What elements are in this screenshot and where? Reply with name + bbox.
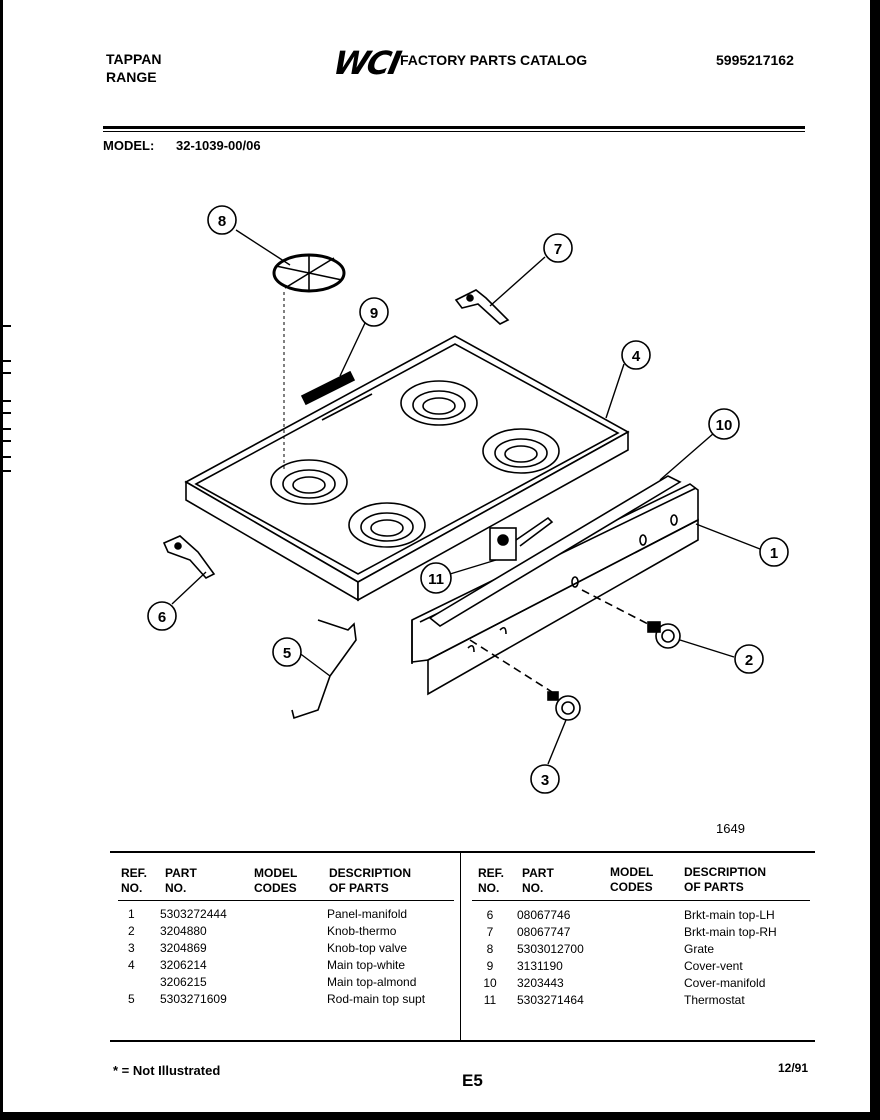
svg-text:1: 1 [770,545,778,562]
leader-lines [171,229,761,765]
callout-6: 6 [147,601,177,631]
manifold-panel-drawing [411,475,699,696]
scan-edge-right [870,0,880,1120]
svg-text:2: 2 [745,652,753,669]
catalog-title: FACTORY PARTS CATALOG [400,52,588,68]
table-rule-bottom [110,1040,815,1042]
callout-4: 4 [621,340,651,370]
catalog-date: 12/91 [778,1061,809,1075]
grate-drawing [272,253,346,470]
svg-text:11: 11 [428,571,444,588]
header-rule [103,126,805,129]
knob-thermo-drawing [581,589,681,649]
rod-drawing [291,619,357,720]
callout-8: 8 [207,205,237,235]
scan-edge-bottom [0,1112,880,1120]
callout-7: 7 [543,233,573,263]
scan-edge-left [0,0,3,1120]
callout-11: 11 [420,562,452,594]
not-illustrated-note: * = Not Illustrated [113,1063,221,1078]
svg-text:9: 9 [370,305,378,322]
table-header-rule-right [472,900,810,901]
callout-1: 1 [759,537,789,567]
callout-2: 2 [734,644,764,674]
table-header-rule-left [118,900,454,901]
svg-text:6: 6 [158,609,166,626]
header-ref-no-right: REF.NO. [478,866,505,895]
brand-line-2: RANGE [106,69,157,85]
figure-number: 1649 [716,821,745,836]
callout-9: 9 [359,297,389,327]
table-rule-top [110,851,815,853]
svg-text:8: 8 [218,213,226,230]
brand-line-1: TAPPAN [106,51,162,67]
bracket-lh-drawing [162,535,216,579]
callout-5: 5 [272,637,302,667]
svg-text:5: 5 [283,645,291,662]
main-top-drawing [184,335,630,602]
callouts: 8 7 9 4 10 1 2 3 5 6 11 [147,205,789,794]
header-rule-thin [103,131,805,132]
header-ref-no-left: REF.NO. [121,866,148,895]
svg-text:10: 10 [716,417,733,434]
knob-valve-drawing [469,639,581,721]
svg-text:7: 7 [554,241,562,258]
callout-10: 10 [708,408,740,440]
bracket-rh-drawing [454,289,510,325]
model-value: 32-1039-00/06 [176,138,261,153]
exploded-diagram: 8 7 9 4 10 1 2 3 5 6 11 [147,205,789,794]
callout-3: 3 [530,764,560,794]
svg-text:3: 3 [541,772,549,789]
svg-text:4: 4 [632,348,641,365]
page-code: E5 [462,1071,483,1090]
table-divider [460,853,461,1040]
vent-cover-drawing [300,370,356,406]
catalog-number: 5995217162 [716,52,794,68]
thermostat-drawing [489,516,554,561]
model-label: MODEL: [103,138,155,153]
brand-block: TAPPAN RANGE [106,50,161,86]
